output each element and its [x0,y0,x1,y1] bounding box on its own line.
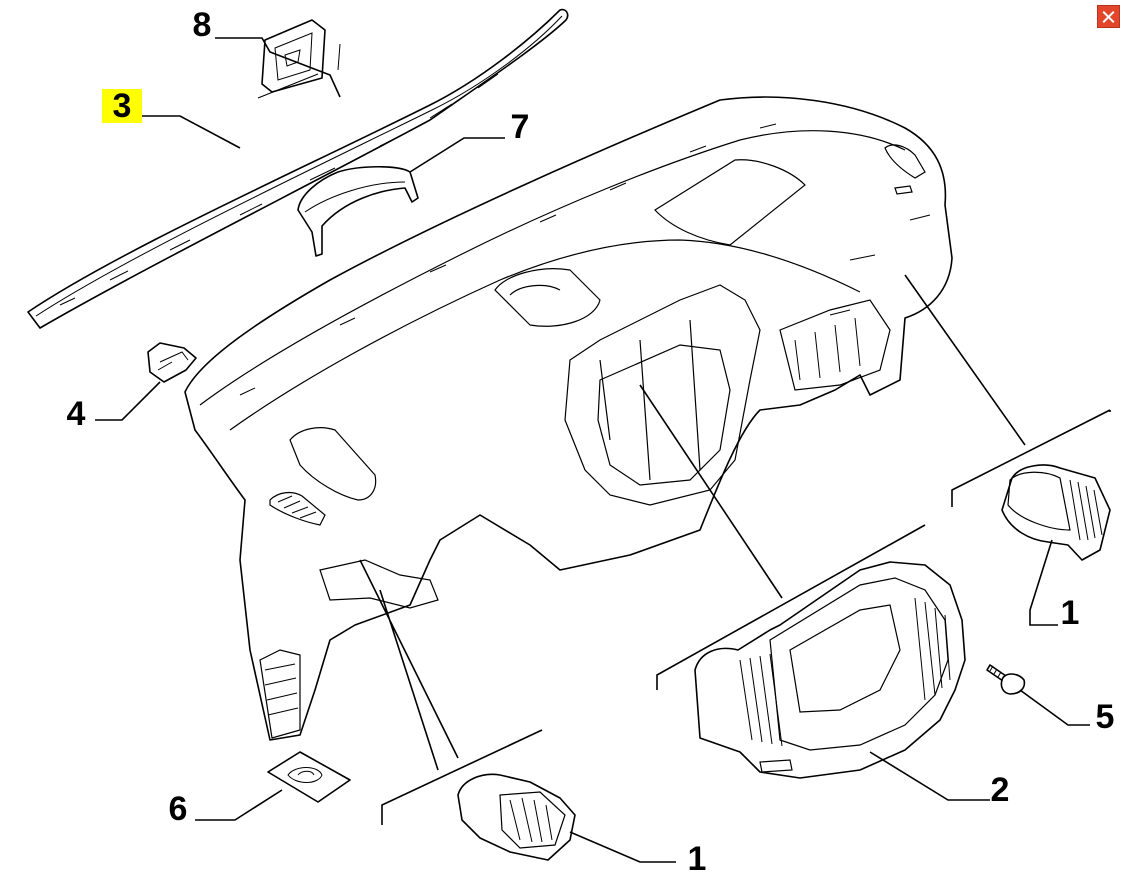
callout-5[interactable]: 5 [1095,698,1115,736]
part-3-dash-top-trim [27,8,569,329]
callout-7[interactable]: 7 [510,108,530,146]
part-7-center-cover [297,166,419,257]
part-4-bracket [147,342,197,383]
close-button[interactable] [1097,5,1120,28]
part-5-screw [986,664,1026,695]
callout-6[interactable]: 6 [168,790,188,828]
callout-3[interactable]: 3 [102,89,142,123]
part-8-clip [257,19,341,99]
callout-1-right[interactable]: 1 [1060,594,1080,632]
leader-lines [95,37,1111,863]
callout-4[interactable]: 4 [66,395,86,433]
part-1-air-vent-bottom [457,773,576,861]
callout-8[interactable]: 8 [192,6,212,44]
part-1-air-vent-right [1001,464,1111,561]
callout-2[interactable]: 2 [990,771,1010,809]
callout-1-bottom[interactable]: 1 [687,840,707,878]
part-6-plate [267,751,351,803]
part-2-center-vent-frame [694,561,966,779]
dashboard-assembly [184,96,953,741]
